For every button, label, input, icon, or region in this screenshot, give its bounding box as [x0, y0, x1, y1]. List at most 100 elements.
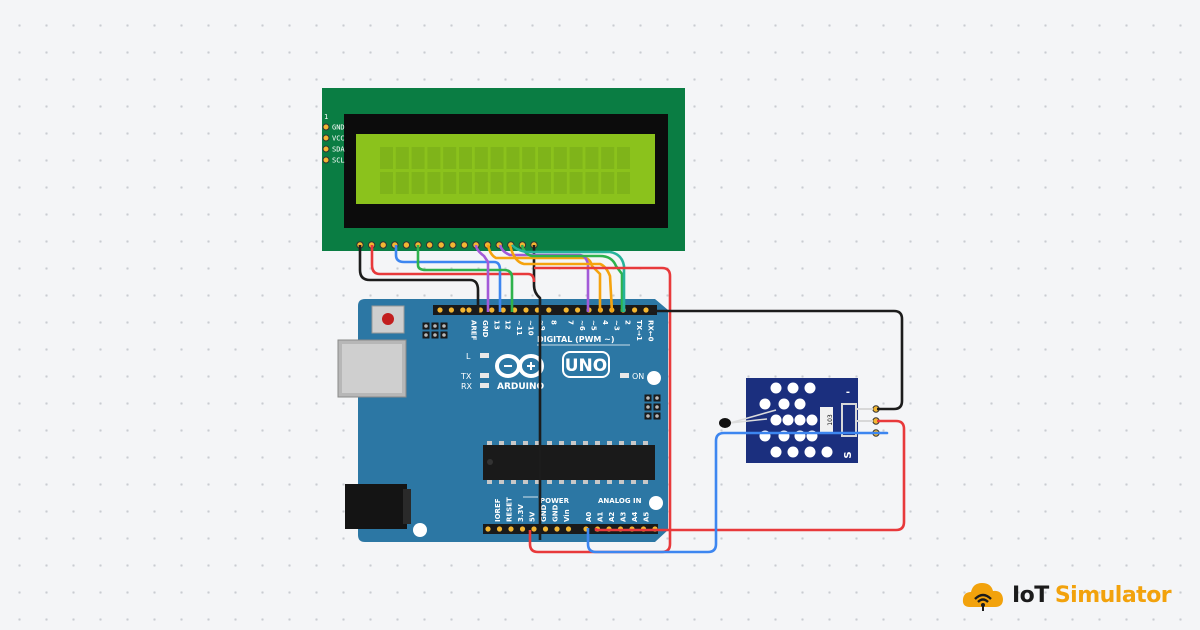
- wire-purple-lcd[interactable]: [474, 244, 490, 312]
- brand-name-part1: IoT: [1012, 582, 1049, 608]
- digital-pin-label: RX←0: [647, 320, 655, 342]
- digital-pin-label: TX→1: [635, 320, 643, 341]
- lcd-pin-vcc[interactable]: [322, 134, 330, 142]
- wire-orange-lcd-2[interactable]: [508, 244, 614, 313]
- chip-pin: [595, 480, 600, 484]
- icsp-pin-hole: [433, 324, 437, 328]
- lcd-pin-scl[interactable]: [322, 156, 330, 164]
- digital-pin[interactable]: [575, 307, 581, 313]
- chip-notch: [487, 459, 493, 465]
- chip-pin: [499, 441, 504, 445]
- lcd-cell: [601, 147, 615, 169]
- chip-pin: [511, 441, 516, 445]
- digital-pin[interactable]: [500, 307, 506, 313]
- lcd-cell: [474, 147, 488, 169]
- bottom-pin[interactable]: [565, 526, 572, 532]
- chip-pin: [523, 480, 528, 484]
- digital-pin[interactable]: [460, 307, 466, 313]
- digital-pin-label: ~6: [578, 320, 586, 331]
- temperature-sensor-module[interactable]: - S 103: [719, 378, 880, 463]
- digital-pin-label: 8: [549, 320, 557, 325]
- digital-pin[interactable]: [632, 307, 638, 313]
- lcd-pin-gnd[interactable]: [322, 123, 330, 131]
- lcd-bottom-pin[interactable]: [437, 241, 445, 249]
- wire-black-lcd-vss[interactable]: [532, 245, 542, 540]
- lcd-cell: [380, 172, 393, 194]
- reset-button[interactable]: [382, 313, 394, 325]
- power-jack: [345, 484, 407, 529]
- arduino-logo-icon: [495, 354, 544, 378]
- digital-pin[interactable]: [546, 307, 552, 313]
- digital-pin-label: 2: [624, 320, 632, 325]
- wire-blue-sensor-signal[interactable]: [586, 431, 889, 554]
- wire-blue-lcd[interactable]: [394, 245, 502, 312]
- icsp-pin-hole: [442, 324, 446, 328]
- sensor-hole: [804, 382, 816, 394]
- lcd-cell: [522, 172, 536, 194]
- led-label-l: L: [466, 352, 471, 361]
- lcd-bottom-pin[interactable]: [402, 241, 411, 249]
- chip-pin: [535, 480, 540, 484]
- digital-pin-label: 4: [601, 320, 609, 325]
- wire-black-sensor-gnd[interactable]: [650, 309, 904, 411]
- power-jack-rim: [403, 489, 411, 524]
- power-header-label: POWER: [540, 497, 570, 505]
- wire-teal-lcd[interactable]: [510, 244, 626, 312]
- chip-pin: [643, 441, 648, 445]
- digital-pin[interactable]: [523, 307, 529, 313]
- lcd-bottom-pin[interactable]: [460, 241, 469, 249]
- lcd-cell: [443, 147, 457, 169]
- chip-pin: [487, 441, 492, 445]
- power-pin-label: RESET: [506, 497, 514, 522]
- sensor-hole: [794, 398, 806, 410]
- bottom-pin[interactable]: [531, 526, 537, 532]
- wire-green-lcd[interactable]: [416, 245, 514, 312]
- digital-pin[interactable]: [466, 307, 472, 313]
- digital-pin[interactable]: [643, 307, 649, 313]
- sensor-hole: [794, 414, 806, 426]
- mount-hole-right-bottom: [649, 496, 663, 510]
- digital-pin[interactable]: [563, 307, 569, 313]
- thermistor-leg-1: [729, 418, 768, 424]
- power-pin-label: Vin: [563, 509, 571, 522]
- lcd-cell: [506, 172, 520, 194]
- digital-pin[interactable]: [448, 307, 454, 313]
- lcd-bottom-pin[interactable]: [449, 241, 457, 249]
- digital-pin[interactable]: [489, 307, 495, 313]
- wire-red-sensor-vcc[interactable]: [594, 419, 906, 532]
- chip-pin: [619, 441, 624, 445]
- wire-red-5v-loop[interactable]: [528, 266, 672, 554]
- icsp-pin-hole: [442, 333, 446, 337]
- analog-pin-label: A1: [597, 512, 605, 522]
- bottom-pin[interactable]: [542, 526, 549, 532]
- mount-hole-bottom-left: [413, 523, 427, 537]
- bottom-pin[interactable]: [496, 526, 503, 532]
- lcd-pin-sda[interactable]: [322, 145, 330, 153]
- bottom-pin[interactable]: [554, 526, 560, 532]
- bottom-pin[interactable]: [519, 526, 526, 532]
- bottom-pin[interactable]: [485, 526, 491, 532]
- wire-black-lcd-gnd[interactable]: [358, 245, 480, 312]
- lcd-bottom-pin[interactable]: [425, 241, 434, 249]
- digital-pin[interactable]: [437, 307, 443, 313]
- power-pin-label: 5V: [529, 511, 537, 522]
- wire-red-lcd-vcc[interactable]: [370, 245, 536, 283]
- brand-name-part2: Simulator: [1054, 582, 1172, 608]
- chip-pin: [607, 441, 612, 445]
- sensor-hole: [782, 414, 794, 426]
- digital-pin-label: 13: [492, 320, 500, 330]
- thermistor-icon: [719, 418, 731, 428]
- icsp-pin-hole: [655, 396, 659, 400]
- usb-port-inner: [342, 344, 402, 393]
- led-label-tx: TX: [460, 372, 472, 381]
- bottom-pin[interactable]: [508, 526, 514, 532]
- led-rx: [480, 383, 489, 388]
- icsp-pin-hole: [433, 333, 437, 337]
- lcd-cell: [427, 172, 441, 194]
- lcd-bottom-pin[interactable]: [379, 241, 387, 249]
